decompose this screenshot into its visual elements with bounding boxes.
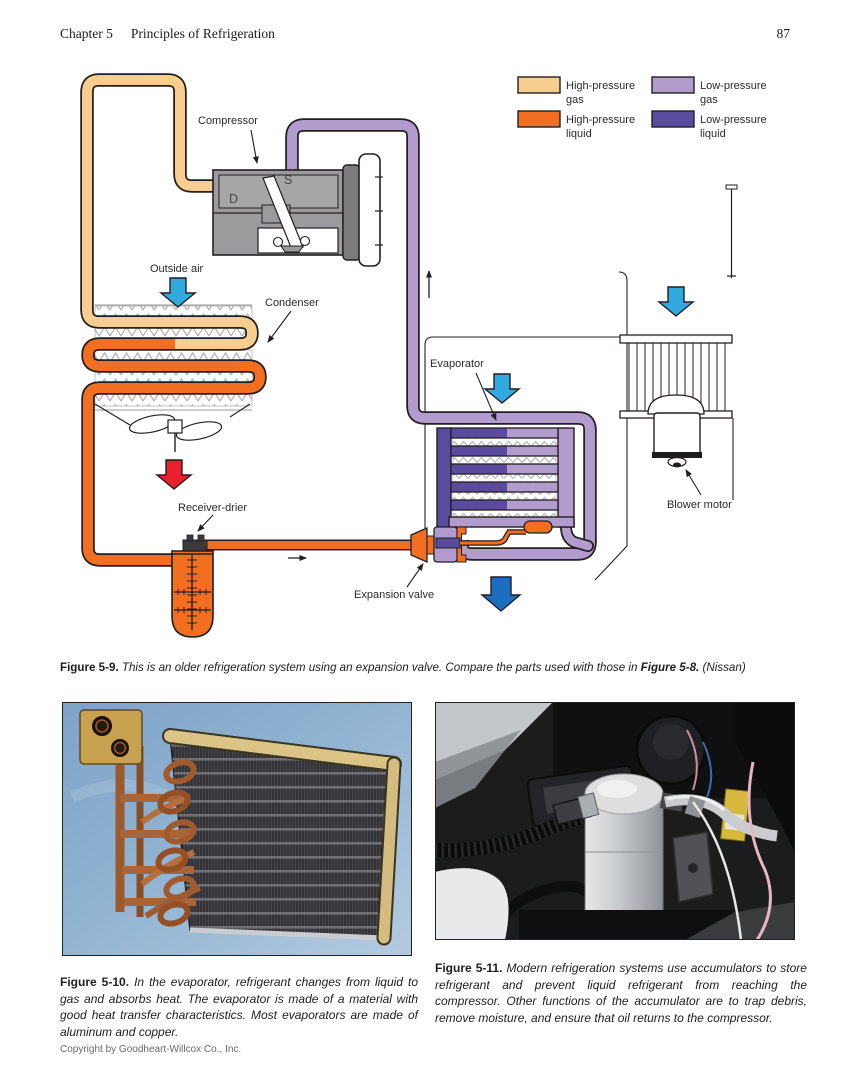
- evaporator-case-outline: [424, 271, 734, 581]
- blower-motor-label: Blower motor: [667, 499, 732, 511]
- figure-5-9-text: This is an older refrigeration system us…: [121, 660, 638, 674]
- expansion-valve: [410, 520, 553, 563]
- discharge-port-label: D: [229, 192, 238, 206]
- receiver-drier-label: Receiver-drier: [178, 502, 247, 514]
- figure-5-9-caption: Figure 5-9. This is an older refrigerati…: [60, 660, 795, 677]
- expansion-valve-label: Expansion valve: [354, 589, 434, 601]
- figure-5-11-text: Modern refrigeration systems use accumul…: [435, 961, 807, 1025]
- blower-motor-body: [653, 412, 701, 456]
- compressor: D S: [212, 153, 383, 267]
- figure-5-10-caption: Figure 5-10. In the evaporator, refriger…: [60, 974, 418, 1040]
- page-number: 87: [776, 26, 791, 41]
- figure-5-10-label: Figure 5-10.: [60, 975, 130, 989]
- legend-label: Low-pressure: [700, 114, 767, 126]
- sensing-bulb: [523, 520, 553, 534]
- legend-swatch-low-pressure-liquid: [651, 110, 695, 128]
- cold-air-arrow: [480, 576, 522, 612]
- white-wire: [692, 801, 743, 940]
- legend-label: High-pressure: [566, 114, 635, 126]
- fitting-block: [79, 709, 143, 765]
- legend-label: liquid: [700, 128, 726, 140]
- legend-label: gas: [566, 94, 584, 106]
- figure-5-11-label: Figure 5-11.: [435, 961, 503, 975]
- compressor-label: Compressor: [198, 115, 258, 127]
- reservoir-bottle: [435, 868, 509, 940]
- refrigeration-system-diagram: High-pressure gas High-pressure liquid L…: [60, 58, 767, 638]
- airflow-arrows: [155, 270, 695, 612]
- copyright-line: Copyright by Goodheart-Willcox Co., Inc.: [60, 1044, 242, 1055]
- evaporator: [436, 427, 575, 543]
- running-header: Chapter 5 Principles of Refrigeration: [60, 26, 790, 42]
- pink-wire: [747, 761, 772, 940]
- callouts: Compressor Outside air Condenser Receive…: [150, 115, 732, 601]
- condenser-fan: [94, 403, 251, 452]
- figure-5-11-photo: [435, 702, 795, 940]
- evaporator-air-arrow: [483, 373, 521, 404]
- suction-pipe: [663, 794, 778, 842]
- legend-swatch-low-pressure-gas: [651, 76, 695, 94]
- condenser-label: Condenser: [265, 297, 319, 309]
- figure-5-8-reference: Figure 5-8.: [640, 660, 700, 674]
- chapter-label: Chapter 5: [60, 26, 113, 41]
- figure-5-9-credit: (Nissan): [702, 660, 746, 674]
- suction-port-label: S: [284, 173, 292, 187]
- blower-assembly: [619, 184, 738, 468]
- legend-label: gas: [700, 94, 718, 106]
- outside-air-label: Outside air: [150, 263, 204, 275]
- figure-5-9-label: Figure 5-9.: [60, 660, 119, 674]
- foam-seal-top: [164, 730, 400, 770]
- legend: High-pressure gas High-pressure liquid L…: [517, 76, 767, 140]
- receiver-drier: [171, 534, 214, 638]
- copper-tubes: [115, 746, 202, 927]
- legend-label: High-pressure: [566, 80, 635, 92]
- evaporator-core: [162, 728, 402, 946]
- hot-air-arrow: [155, 459, 193, 490]
- outside-air-arrow: [159, 277, 197, 308]
- figure-5-10-text: In the evaporator, refrigerant changes f…: [60, 975, 419, 1039]
- figure-5-10-photo: [62, 702, 412, 956]
- blower-air-arrow: [657, 286, 695, 317]
- legend-label: Low-pressure: [700, 80, 767, 92]
- compressor-mount: [342, 164, 361, 261]
- evaporator-outlet-channel: [557, 427, 575, 528]
- legend-swatch-high-pressure-liquid: [517, 110, 561, 128]
- foam-seal-right: [378, 758, 400, 944]
- chapter-title: Principles of Refrigeration: [130, 26, 275, 41]
- evaporator-tubes: [450, 427, 559, 511]
- legend-label: liquid: [566, 128, 592, 140]
- legend-swatch-high-pressure-gas: [517, 76, 561, 94]
- figure-5-11-caption: Figure 5-11. Modern refrigeration system…: [435, 960, 807, 1026]
- evaporator-label: Evaporator: [430, 358, 484, 370]
- compressor-clutch-pulley: [358, 153, 381, 267]
